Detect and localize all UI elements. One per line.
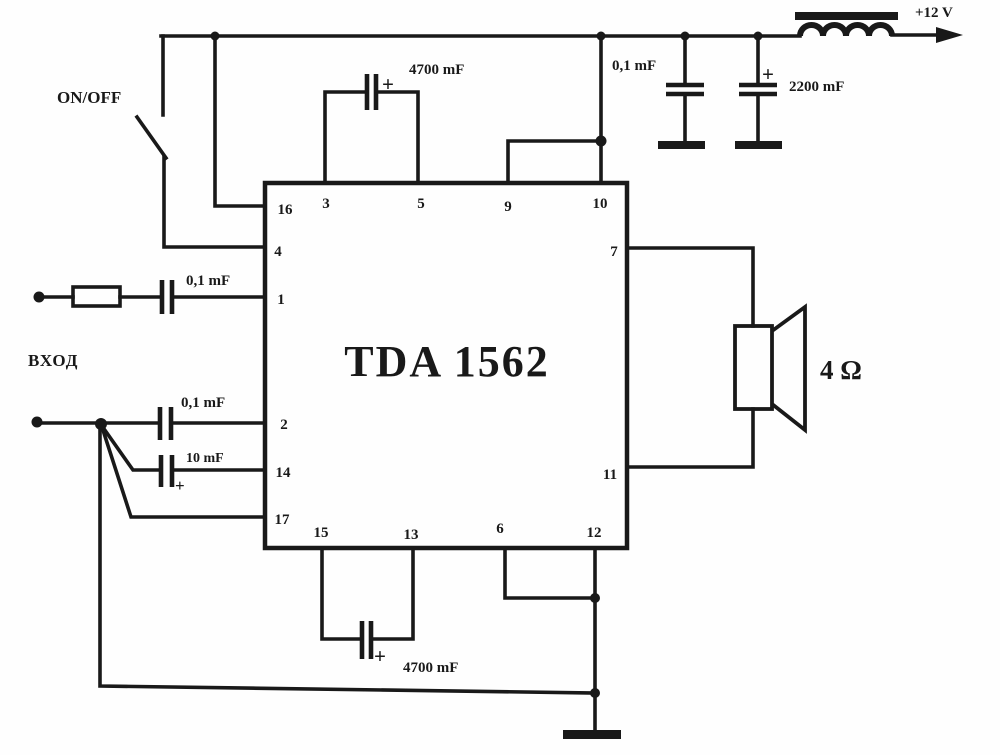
switch-lower-wire bbox=[162, 155, 267, 249]
inductor-coils bbox=[797, 22, 895, 37]
ground-return-wire bbox=[98, 422, 597, 695]
pin-label-5: 5 bbox=[417, 196, 425, 212]
pin-label-6: 6 bbox=[496, 521, 504, 537]
speaker-cone bbox=[770, 303, 807, 434]
pin17-wire bbox=[99, 424, 267, 519]
cap-supply-big-label: 2200 mF bbox=[789, 79, 844, 95]
plus-sign: + bbox=[374, 644, 386, 668]
pin14-wire bbox=[99, 423, 267, 472]
pin-label-16: 16 bbox=[278, 202, 294, 218]
cap-boost-bottom-wire bbox=[320, 546, 415, 641]
pin-label-7: 7 bbox=[610, 244, 618, 260]
ground-symbol bbox=[563, 730, 621, 739]
speaker-impedance-label: 4 Ω bbox=[820, 355, 862, 385]
cap-supply-big-plates bbox=[739, 82, 777, 97]
pin-label-14: 14 bbox=[276, 465, 292, 481]
junction-dot bbox=[680, 31, 690, 41]
plus-sign: + bbox=[762, 62, 774, 86]
pin11-wire bbox=[625, 407, 755, 469]
junction-dot bbox=[95, 418, 107, 430]
junction-dot bbox=[753, 31, 763, 41]
pin16-wire bbox=[213, 34, 267, 208]
junction-dot bbox=[590, 593, 600, 603]
pin7-wire bbox=[625, 246, 755, 328]
junction-dots bbox=[31, 31, 763, 698]
cap-input-top-label: 0,1 mF bbox=[186, 273, 230, 289]
cap-boost-bottom-label: 4700 mF bbox=[403, 660, 458, 676]
cap-supply-small-label: 0,1 mF bbox=[612, 58, 656, 74]
ic-box bbox=[262, 180, 630, 551]
switch-blade bbox=[134, 114, 169, 161]
ground-symbol bbox=[735, 141, 782, 149]
resistor-symbol bbox=[71, 285, 122, 308]
chip-label: TDA 1562 bbox=[344, 337, 549, 386]
input-terminal-dot bbox=[31, 416, 43, 428]
speaker-symbol bbox=[733, 303, 807, 434]
pin9-wire bbox=[506, 139, 603, 185]
input-label: ВХОД bbox=[28, 351, 78, 370]
pin-label-17: 17 bbox=[275, 512, 291, 528]
pin-label-10: 10 bbox=[593, 196, 608, 212]
pin-label-3: 3 bbox=[322, 196, 330, 212]
cap-input-mid-plates bbox=[157, 407, 174, 440]
supply-label: +12 V bbox=[915, 5, 953, 21]
cap-input-top-plates bbox=[159, 280, 175, 314]
pin-label-4: 4 bbox=[274, 244, 282, 260]
cap-boost-top-plates bbox=[364, 74, 379, 110]
pin-label-13: 13 bbox=[404, 527, 419, 543]
pin-label-12: 12 bbox=[587, 525, 602, 541]
cap-input-mid-label: 0,1 mF bbox=[181, 395, 225, 411]
cap-boost-bottom-plates bbox=[359, 621, 374, 659]
pin-label-9: 9 bbox=[504, 199, 512, 215]
pin-label-1: 1 bbox=[277, 292, 285, 308]
pin-label-11: 11 bbox=[603, 467, 617, 483]
cap-input-low-plates bbox=[158, 455, 175, 487]
cap-boost-top-label: 4700 mF bbox=[409, 62, 464, 78]
pin-label-2: 2 bbox=[280, 417, 288, 433]
switch-label: ON/OFF bbox=[57, 88, 121, 107]
plus-sign: + bbox=[382, 72, 394, 96]
pin6-wire bbox=[503, 546, 597, 600]
pin-label-15: 15 bbox=[314, 525, 329, 541]
inductor-core-bar bbox=[795, 12, 898, 20]
input-terminal-dot bbox=[33, 291, 45, 303]
junction-dot bbox=[590, 688, 600, 698]
supply-arrow-icon bbox=[936, 27, 963, 43]
inductor-symbol bbox=[795, 12, 898, 37]
cap-boost-top-wire bbox=[323, 90, 420, 185]
cap-input-low-label: 10 mF bbox=[186, 451, 224, 466]
junction-dot bbox=[596, 31, 606, 41]
cap-supply-small-plates bbox=[666, 82, 704, 97]
ground-symbol bbox=[658, 141, 705, 149]
junction-dot bbox=[210, 31, 220, 41]
plus-sign: + bbox=[175, 476, 185, 495]
wires bbox=[38, 33, 940, 733]
junction-dot bbox=[595, 135, 607, 147]
speaker-body bbox=[733, 324, 774, 411]
capacitor-plates bbox=[157, 74, 777, 659]
